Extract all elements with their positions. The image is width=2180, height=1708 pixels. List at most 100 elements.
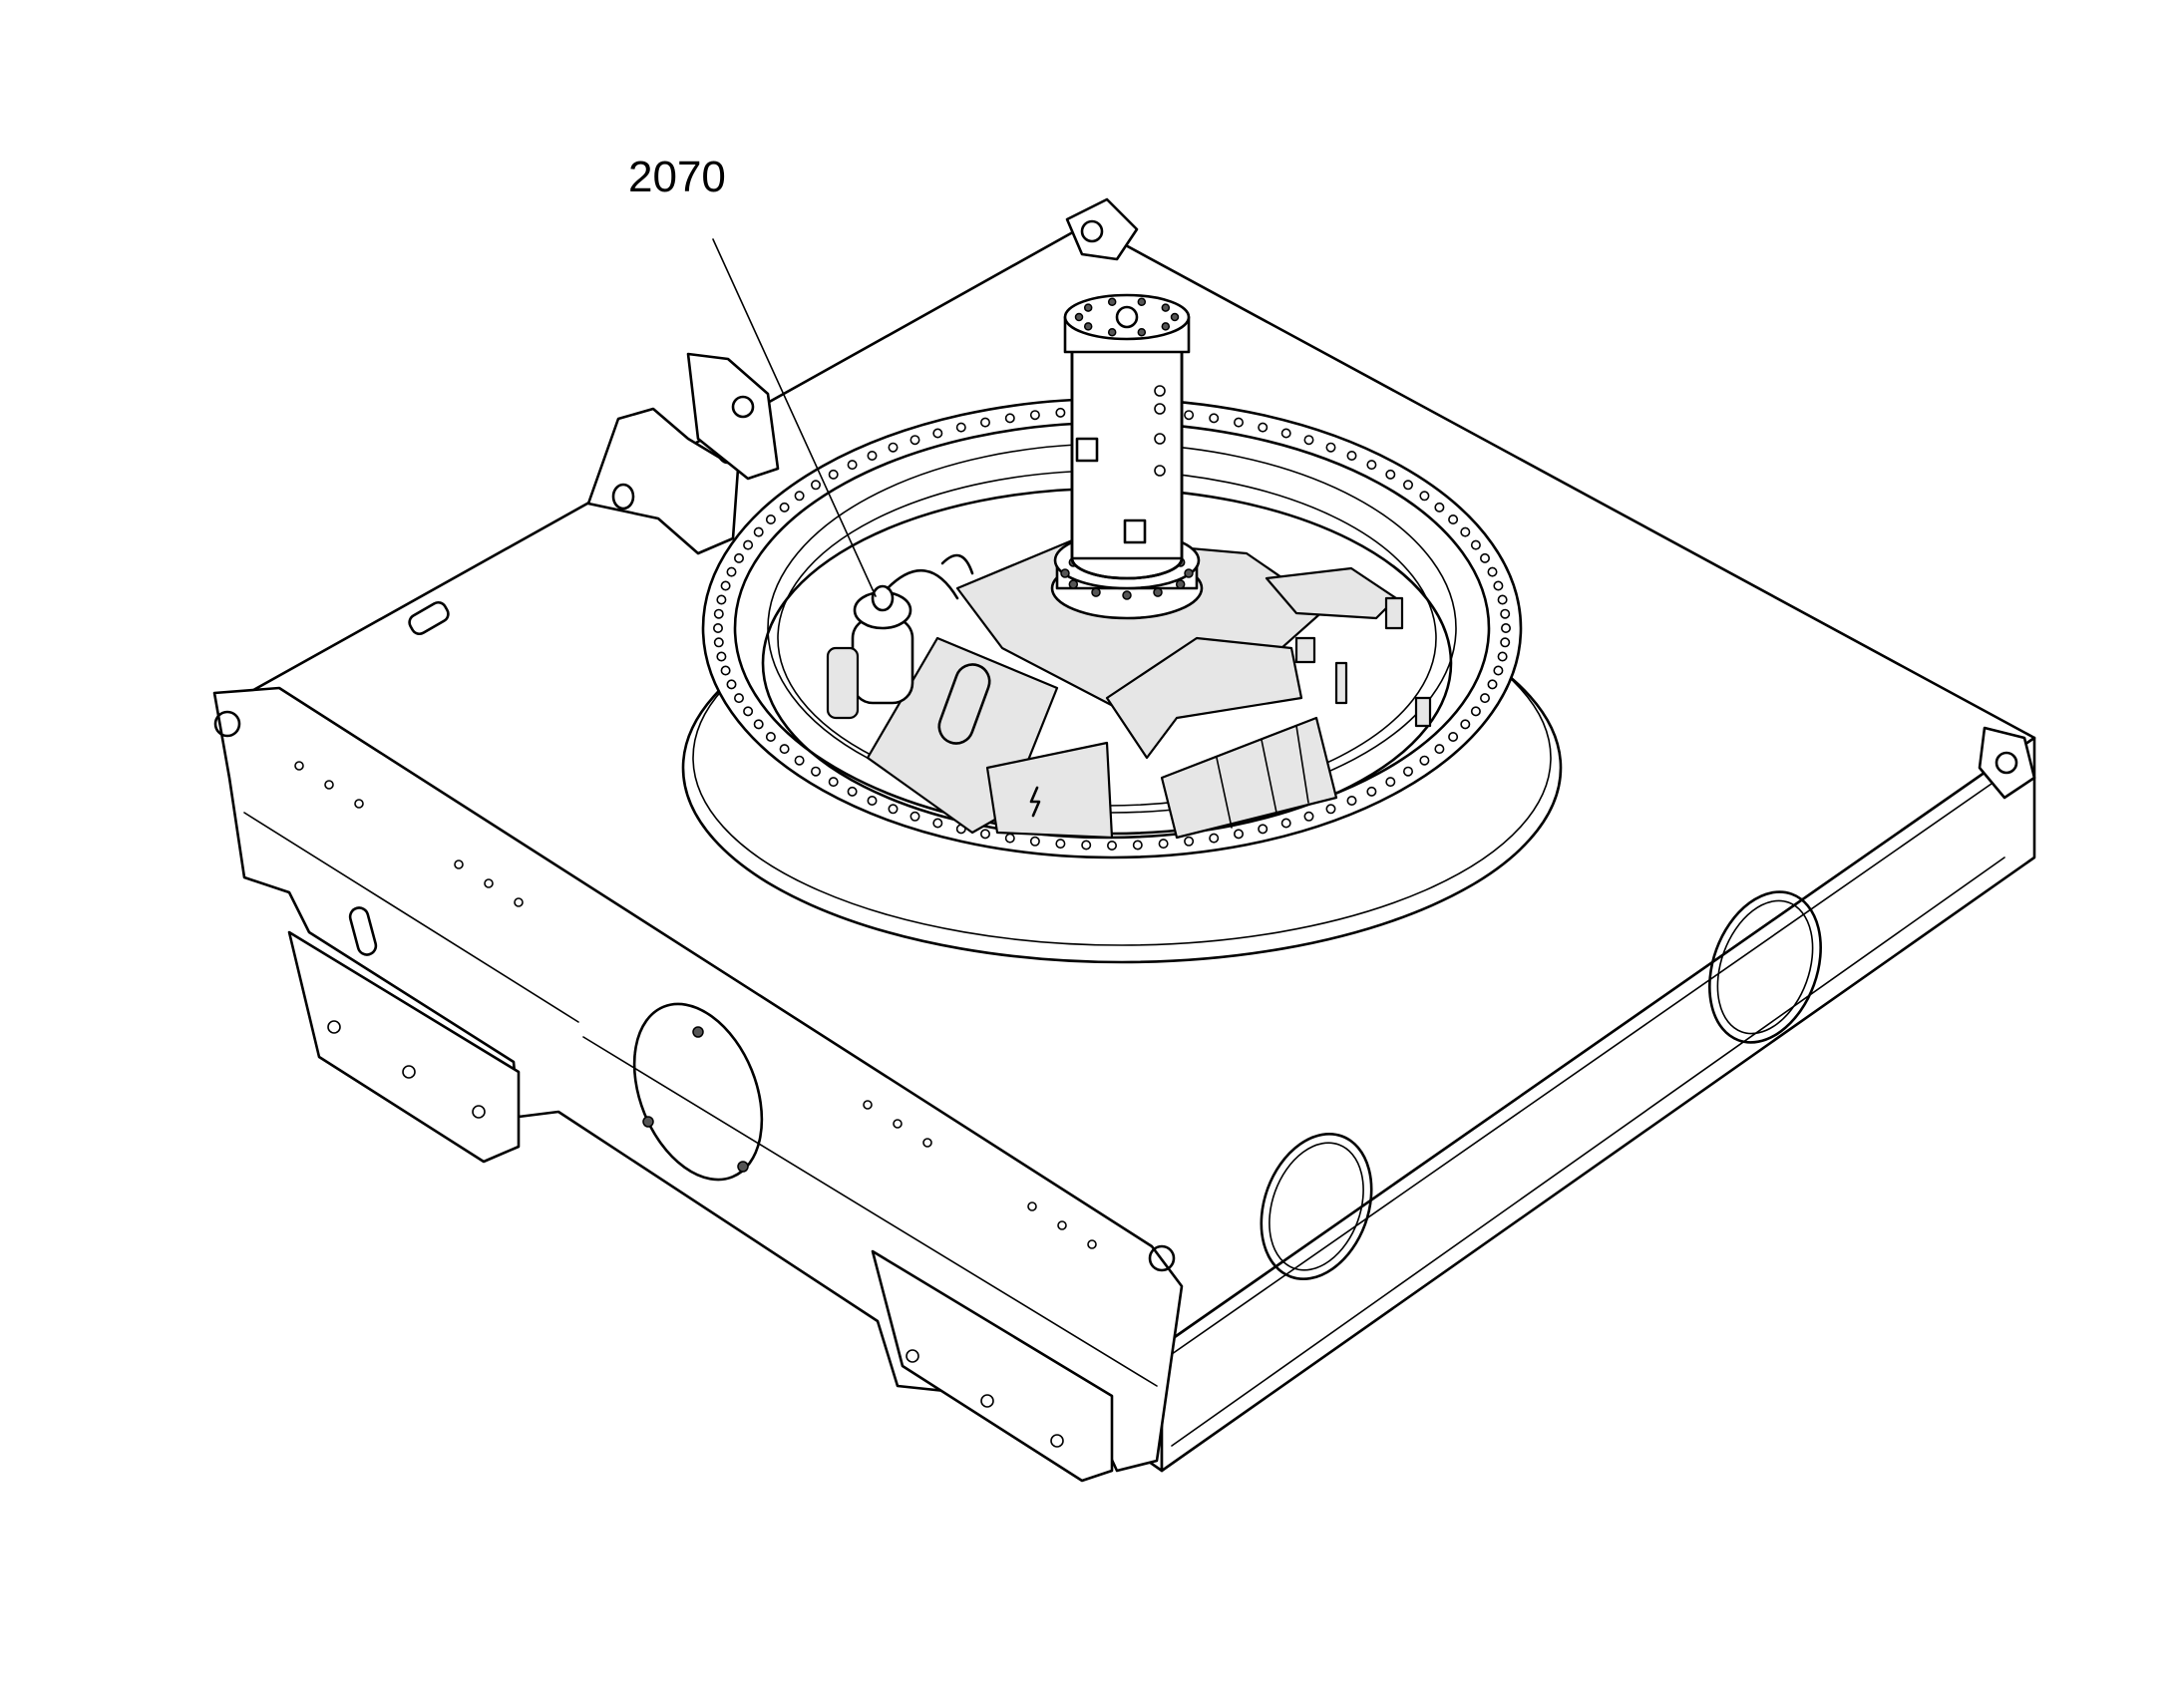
access-hatch-left xyxy=(632,1002,764,1182)
bolt-hole xyxy=(1158,839,1169,850)
bolt-hole xyxy=(1107,840,1118,851)
bolt-hole xyxy=(1184,410,1195,421)
bolt-hole xyxy=(979,829,990,840)
bolt-hole xyxy=(726,566,737,577)
bolt-hole xyxy=(1137,297,1147,307)
column-top-cap xyxy=(1063,293,1191,341)
bolt-hole xyxy=(733,693,744,704)
bolt-hole xyxy=(1303,435,1314,446)
bolt-hole xyxy=(713,637,724,648)
left-side-panel xyxy=(212,686,1184,1483)
bolt-hole xyxy=(1055,839,1066,850)
bolt-hole xyxy=(1184,568,1194,578)
bolt-hole xyxy=(1234,417,1245,428)
bolt-hole xyxy=(1366,460,1377,471)
bolt-hole xyxy=(1161,303,1171,312)
bolt-hole xyxy=(810,480,821,491)
bolt-hole xyxy=(743,539,754,550)
bolt-hole xyxy=(1448,513,1459,524)
bolt-hole xyxy=(716,594,727,605)
cabinet-boxes xyxy=(1160,716,1338,840)
bolt-hole xyxy=(1497,594,1508,605)
bolt-hole xyxy=(713,608,724,619)
bolt-hole xyxy=(1170,312,1180,322)
bolt-hole xyxy=(712,622,723,633)
bolt-hole xyxy=(1029,410,1040,421)
bolt-hole xyxy=(810,766,821,777)
mounting-plate-right xyxy=(871,1249,1114,1483)
bolt-hole xyxy=(1487,566,1498,577)
bolt-hole xyxy=(1083,303,1093,312)
bolt-hole xyxy=(1055,407,1066,418)
bolt-hole xyxy=(1346,795,1357,806)
bolt-hole xyxy=(720,665,731,676)
mounting-plate-left xyxy=(287,930,521,1164)
bolt-hole xyxy=(779,502,790,512)
cap-bolts xyxy=(1074,297,1180,337)
access-hatch-center xyxy=(1260,1133,1373,1280)
bolt-hole xyxy=(1460,719,1471,730)
bolt-hole xyxy=(1470,706,1481,717)
bolt-hole xyxy=(1470,539,1481,550)
bolt-hole xyxy=(1385,777,1396,788)
bolt-hole xyxy=(1493,665,1504,676)
bolt-hole xyxy=(1501,622,1512,633)
bolt-hole xyxy=(1107,297,1117,307)
bolt-hole xyxy=(1280,428,1291,439)
bolt-hole xyxy=(1081,840,1092,851)
bolt-hole xyxy=(847,460,858,471)
bolt-hole xyxy=(1403,480,1414,491)
bolt-hole xyxy=(1161,322,1171,331)
bolt-hole xyxy=(1460,526,1471,537)
bolt-hole xyxy=(1500,608,1511,619)
bolt-hole xyxy=(1209,413,1220,424)
bolt-hole xyxy=(726,679,737,690)
bolt-hole xyxy=(765,731,776,742)
bolt-hole xyxy=(1122,590,1132,600)
bolt-hole xyxy=(794,491,805,502)
bolt-hole xyxy=(1325,804,1336,815)
bolt-hole-ring xyxy=(712,405,1512,851)
bolt-hole xyxy=(867,450,878,461)
rivet-holes xyxy=(294,761,1097,1249)
bolt-hole xyxy=(1419,755,1430,766)
bolt-hole xyxy=(909,435,920,446)
bolt-hole xyxy=(1434,744,1445,755)
bolt-hole xyxy=(1258,422,1269,433)
bolt-hole xyxy=(1346,450,1357,461)
bolt-hole xyxy=(979,417,990,428)
bolt-hole xyxy=(1074,312,1084,322)
bolt-hole xyxy=(1107,327,1117,337)
bolt-hole xyxy=(867,795,878,806)
bolt-hole xyxy=(716,651,727,662)
bolt-hole xyxy=(794,755,805,766)
callout-label: 2070 xyxy=(628,153,726,201)
bolt-hole xyxy=(1448,731,1459,742)
pressure-accumulator xyxy=(826,584,914,720)
internal-equipment xyxy=(826,536,1432,840)
bolt-hole xyxy=(847,786,858,797)
bolt-hole xyxy=(1153,587,1163,597)
bolt-hole xyxy=(765,513,776,524)
bolt-hole xyxy=(1303,811,1314,822)
bolt-hole xyxy=(1500,637,1511,648)
bolt-hole xyxy=(888,442,899,453)
bolt-hole xyxy=(1029,836,1040,847)
bolt-hole xyxy=(1493,580,1504,591)
back-lifting-lugs xyxy=(408,197,1139,636)
bolt-hole xyxy=(1497,651,1508,662)
bolt-hole xyxy=(743,706,754,717)
bolt-hole xyxy=(888,804,899,815)
bolt-hole xyxy=(733,552,744,563)
bolt-hole xyxy=(1280,818,1291,829)
bolt-hole xyxy=(1419,491,1430,502)
right-side-openings xyxy=(1260,726,2036,1280)
bolt-hole xyxy=(1385,469,1396,480)
bolt-hole xyxy=(1366,786,1377,797)
bolt-hole xyxy=(1234,829,1245,840)
bolt-hole xyxy=(1403,766,1414,777)
cover-window xyxy=(937,663,991,745)
bolt-hole xyxy=(1184,836,1195,847)
bolt-hole xyxy=(1137,327,1147,337)
